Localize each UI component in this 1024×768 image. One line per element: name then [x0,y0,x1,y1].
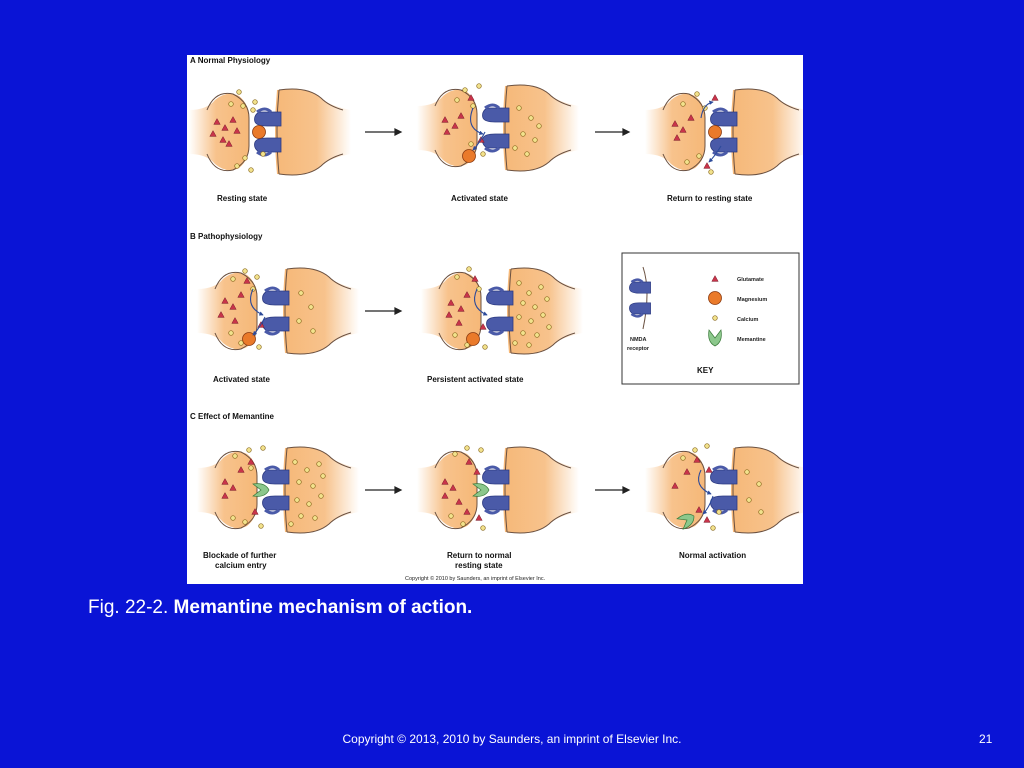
panel-c-blockade [197,446,359,533]
figure-copyright: Copyright © 2010 by Saunders, an imprint… [405,575,546,582]
key-glutamate: Glutamate [737,277,764,283]
slide-page-number: 21 [979,732,992,746]
panel-b-activated [197,268,359,354]
panel-a-resting [189,89,351,175]
section-title-c: C Effect of Memantine [190,412,275,421]
label-c-blockade-2: calcium entry [215,561,267,570]
panel-b-persistent [421,267,583,354]
section-title-b: B Pathophysiology [190,232,263,241]
key-receptor-line1: NMDA [630,337,647,343]
panel-c-return [417,446,579,533]
panel-a-return [645,89,803,175]
flow-arrows [365,129,629,493]
memantine-figure: A Normal Physiology B Pathophysiology C … [187,55,803,584]
section-title-a: A Normal Physiology [190,56,271,65]
label-b-activated: Activated state [213,375,270,384]
label-c-return-1: Return to normal [447,551,511,560]
key-box: NMDA receptor Glutamate Magnesium Calciu… [622,253,799,384]
key-calcium: Calcium [737,317,759,323]
caption-prefix: Fig. 22-2. [88,597,174,618]
key-title: KEY [697,366,714,375]
label-c-return-2: resting state [455,561,503,570]
label-a-activated: Activated state [451,194,508,203]
key-receptor-line2: receptor [627,346,650,352]
panel-a-activated [417,84,579,171]
label-a-resting: Resting state [217,194,268,203]
label-c-blockade-1: Blockade of further [203,551,276,560]
figure-caption: Fig. 22-2. Memantine mechanism of action… [88,597,472,619]
label-c-normal: Normal activation [679,551,746,560]
caption-title: Memantine mechanism of action. [174,597,473,618]
key-memantine: Memantine [737,337,766,343]
key-magnesium: Magnesium [737,297,767,303]
label-a-return: Return to resting state [667,194,753,203]
label-b-persistent: Persistent activated state [427,375,524,384]
panel-c-normal [645,444,803,533]
slide-footer: Copyright © 2013, 2010 by Saunders, an i… [0,732,1024,746]
